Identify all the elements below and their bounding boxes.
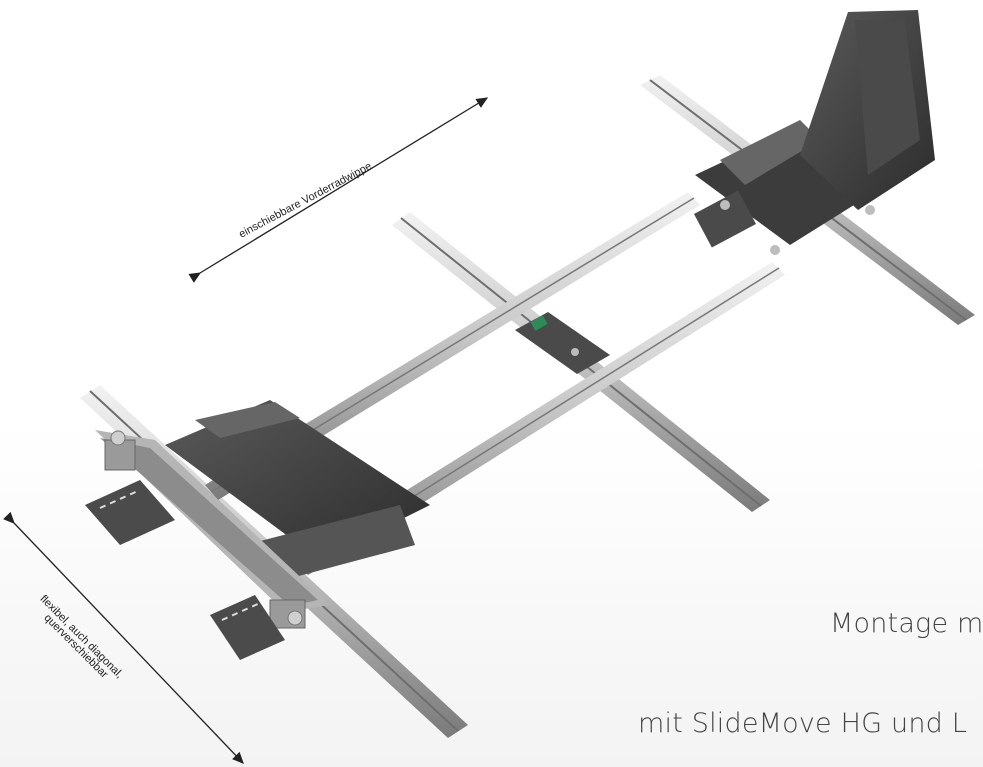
front-rocker-arrow (188, 97, 489, 283)
front-wheel-cradle (694, 10, 935, 255)
center-bracket (515, 312, 610, 374)
caption-line-1: Montage m (830, 608, 983, 639)
caption-line-2: mit SlideMove HG und L (638, 708, 968, 739)
side-shift-arrow (3, 511, 244, 764)
